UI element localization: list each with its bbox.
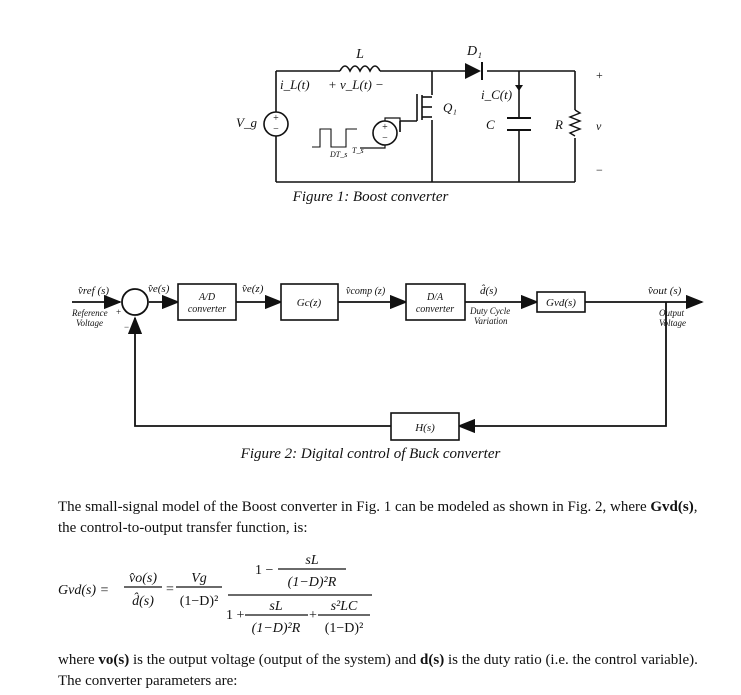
eq-top-num: sL [305,553,318,568]
inductor-symbol [339,65,381,73]
eq-one-minus: 1 − [255,563,274,578]
label-out-minus: − [596,163,603,177]
eq-plus: + [309,608,317,623]
eq-equals: = [166,582,174,597]
label-switch: Q₁ [443,100,457,115]
capacitor-symbol [507,117,531,131]
eq-bot2-den: (1−D)² [325,621,364,636]
label-da-line1: D/A [426,292,444,303]
eq-bot1-num: sL [269,599,282,614]
da-converter-block [405,283,466,321]
label-capacitor: C [486,117,495,132]
label-ad-line2: converter [188,304,226,315]
svg-text:+: + [382,122,388,133]
label-duty-line1: Duty Cycle [469,306,510,316]
svg-text:−: − [273,124,279,135]
paragraph-2-t2: is the output voltage (output of the sys… [129,652,421,668]
resistor-symbol [568,109,582,137]
mosfet-symbol [399,94,432,132]
paragraph-1-pre: The small-signal model of the Boost conv… [58,499,647,515]
svg-text:+: + [273,113,279,124]
voltage-source-symbol: + − [263,111,289,137]
label-plus: + [116,307,121,317]
label-inductor-voltage: + v_L(t) − [328,77,384,92]
label-d-s: d̂(s) [480,284,497,297]
boost-converter-schematic: + − + − L i_L(t) + v_L(t) − D₁ Q₁ i_C(t)… [236,44,603,183]
label-out-plus: + [596,68,603,82]
figure2-caption: Figure 2: Digital control of Buck conver… [240,446,501,462]
paragraph-2-t3: is the duty ratio (i.e. the control vari… [58,652,698,689]
paragraph-1-bold: Gvd(s) [650,499,694,515]
eq-bot1-den: (1−D)²R [252,621,301,636]
label-gvd: Gvd(s) [546,297,576,309]
figure1-caption: Figure 1: Boost converter [292,189,449,205]
label-ve-z: v̂e(z) [242,283,264,295]
label-vcomp: v̂comp (z) [346,286,386,297]
eq-vg-num: Vg [191,571,207,586]
paragraph-1-post: , the control-to-output transfer functio… [58,499,698,536]
paragraph-2-t1: where [58,652,99,668]
summing-junction [121,288,149,316]
label-reference: Reference [71,308,108,318]
eq-vg-den: (1−D)² [180,594,219,609]
label-inductor-current: i_L(t) [280,77,310,92]
ad-converter-block [177,283,237,321]
eq-bot2-num: s²LC [331,599,358,614]
label-output: Output [659,308,685,318]
label-gc: Gc(z) [297,297,322,309]
control-loop-diagram: v̂ref (s) Reference Voltage + − v̂e(s) A… [71,283,704,441]
gc-block [280,283,339,321]
label-ad-line1: A/D [198,292,216,303]
label-output-voltage: Voltage [659,318,686,328]
label-vout: v̂out (s) [648,285,682,297]
label-cap-current: i_C(t) [481,87,512,102]
eq-one-plus: 1 + [226,608,245,623]
label-pwm-left: DT_s [329,150,347,159]
paragraph-2-b1: vo(s) [98,652,130,668]
label-out-v: v [596,119,602,133]
pwm-source-symbol: + − [312,117,401,149]
paragraph-1: The small-signal model of the Boost conv… [58,497,698,539]
gvd-block [536,291,586,313]
label-resistor: R [554,117,563,132]
diode-symbol [465,62,483,80]
label-duty-line2: Variation [474,316,508,326]
label-vref: v̂ref (s) [78,285,110,297]
eq-top-den: (1−D)²R [288,575,337,590]
paragraph-2: where vo(s) is the output voltage (outpu… [58,650,698,692]
label-reference-voltage: Voltage [76,318,103,328]
eq-frac1-den: d̂(s) [132,592,154,609]
h-block [390,412,460,441]
label-da-line2: converter [416,304,454,315]
paragraph-2-b2: d(s) [420,652,445,668]
label-pwm-right: T_s [352,146,364,155]
transfer-function-equation: Gvd(s) = v̂o(s) d̂(s) = Vg (1−D)² 1 − sL… [58,553,372,636]
eq-lhs: Gvd(s) = [58,583,109,598]
eq-frac1-num: v̂o(s) [129,571,157,586]
label-diode: D₁ [466,44,482,59]
label-minus: − [124,322,129,332]
current-arrow-icon [515,85,523,91]
label-inductor: L [355,47,364,62]
svg-text:−: − [382,133,388,144]
label-source: V_g [236,115,257,130]
label-h: H(s) [414,422,435,434]
label-ve-s: v̂e(s) [148,283,170,295]
